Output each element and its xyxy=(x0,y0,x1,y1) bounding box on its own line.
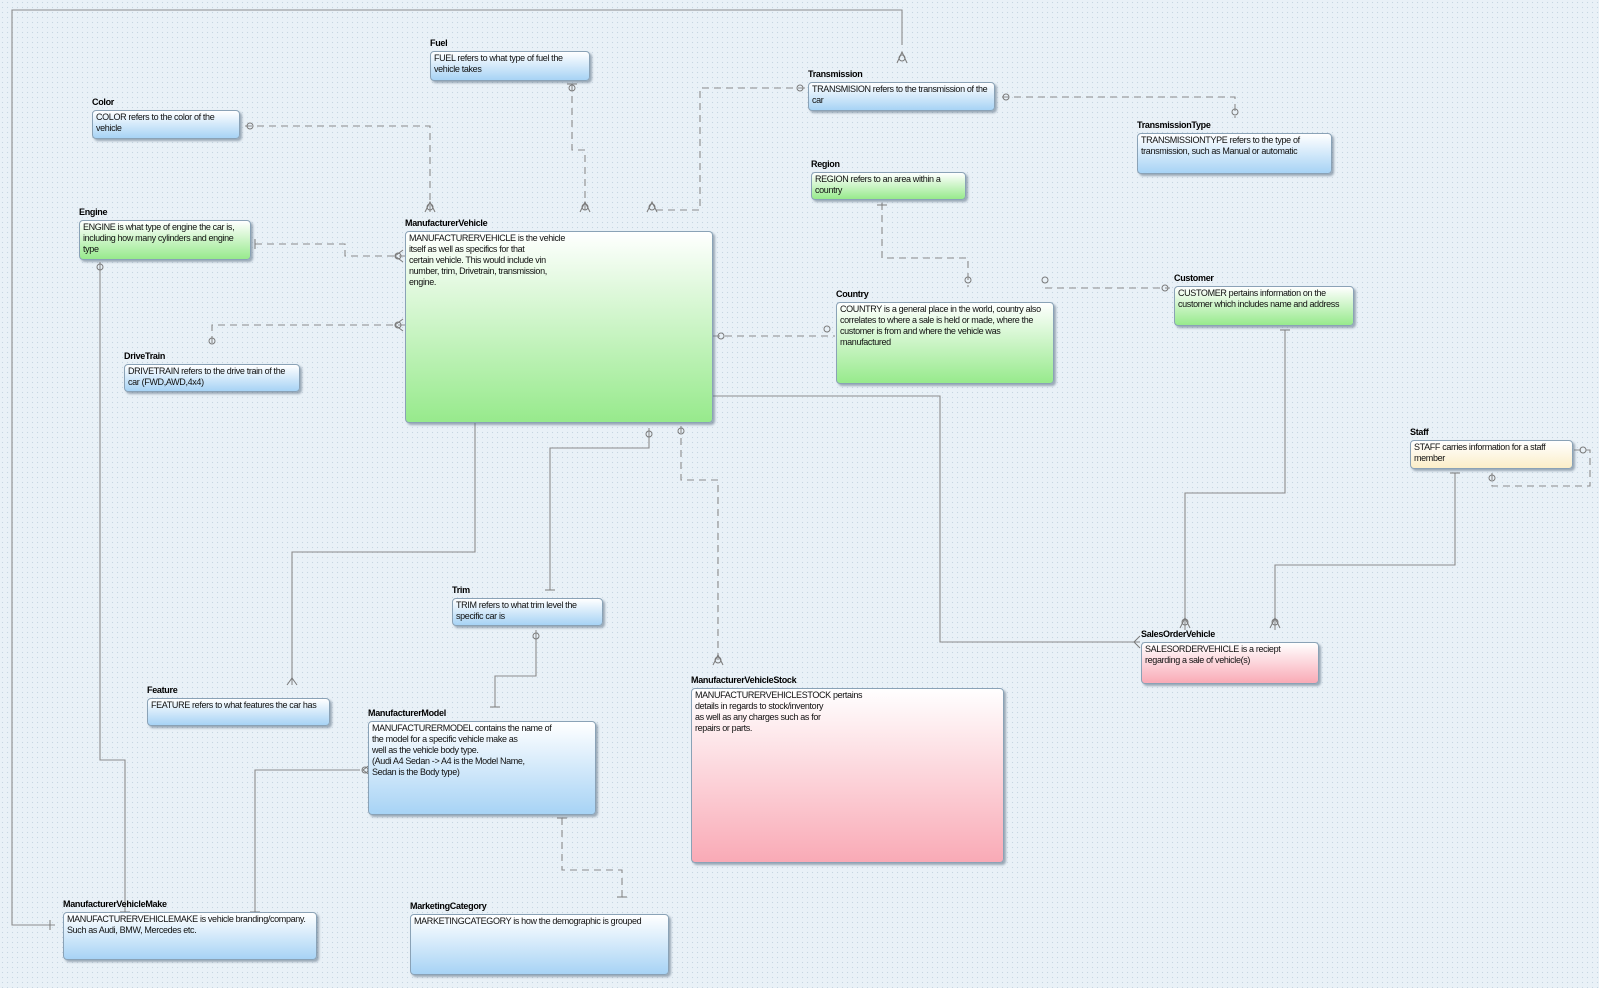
entity-title: ManufacturerVehicleStock xyxy=(691,675,797,685)
entity-box xyxy=(79,220,251,260)
entity-title: DriveTrain xyxy=(124,351,166,361)
entity-description: DRIVETRAIN refers to the drive train of … xyxy=(128,366,286,387)
entity-transmission[interactable]: Transmission TRANSMISION refers to the t… xyxy=(808,69,995,111)
entity-title: Customer xyxy=(1174,273,1214,283)
entity-box xyxy=(1137,133,1332,174)
entity-title: Engine xyxy=(79,207,108,217)
entity-box xyxy=(1141,642,1319,684)
entity-description: MANUFACTURERVEHICLEMAKE is vehicle brand… xyxy=(67,914,306,935)
relationship-line xyxy=(291,420,476,685)
entity-box xyxy=(691,688,1004,863)
entity-title: SalesOrderVehicle xyxy=(1141,629,1215,639)
entity-title: Color xyxy=(92,97,114,107)
entity-title: Trim xyxy=(452,585,470,595)
relationship-line xyxy=(1274,473,1456,630)
relationship-line xyxy=(561,818,623,897)
entity-country[interactable]: Country COUNTRY is a general place in th… xyxy=(836,289,1054,384)
entity-description: MARKETINGCATEGORY is how the demographic… xyxy=(414,916,642,926)
relationship-line xyxy=(494,630,537,707)
entity-title: TransmissionType xyxy=(1137,120,1211,130)
entity-description: TRIM refers to what trim level the speci… xyxy=(456,600,577,621)
entity-title: ManufacturerVehicle xyxy=(405,218,488,228)
entity-color[interactable]: Color COLOR refers to the color of the v… xyxy=(92,97,240,139)
relationship-line xyxy=(549,428,650,590)
entity-transmissiontype[interactable]: TransmissionType TRANSMISSIONTYPE refers… xyxy=(1137,120,1332,174)
entity-description: CUSTOMER pertains information on the cus… xyxy=(1178,288,1340,309)
entity-box xyxy=(1410,440,1573,469)
relationship-line xyxy=(11,9,903,926)
entity-drivetrain[interactable]: DriveTrain DRIVETRAIN refers to the driv… xyxy=(124,351,300,392)
relationship-line xyxy=(245,125,431,213)
entity-description: TRANSMISSIONTYPE refers to the type of t… xyxy=(1141,135,1300,156)
entity-box xyxy=(410,914,669,975)
entity-description: STAFF carries information for a staff me… xyxy=(1414,442,1546,463)
relationship-line xyxy=(571,84,586,213)
entity-description: SALESORDERVEHICLE is a reciept regarding… xyxy=(1145,644,1281,665)
entity-title: Feature xyxy=(147,685,178,695)
entity-marketingcategory[interactable]: MarketingCategory MARKETINGCATEGORY is h… xyxy=(410,901,669,975)
entity-box xyxy=(92,110,240,139)
entity-manufacturermodel[interactable]: ManufacturerModel MANUFACTURERMODEL cont… xyxy=(368,708,596,815)
entity-title: Fuel xyxy=(430,38,448,48)
entity-description: MANUFACTURERVEHICLESTOCK pertains detail… xyxy=(695,690,863,733)
entity-box xyxy=(452,598,603,626)
entity-manufacturervehiclestock[interactable]: ManufacturerVehicleStock MANUFACTURERVEH… xyxy=(691,675,1004,863)
entity-title: Transmission xyxy=(808,69,863,79)
entity-customer[interactable]: Customer CUSTOMER pertains information o… xyxy=(1174,273,1354,326)
entity-manufacturervehiclemake[interactable]: ManufacturerVehicleMake MANUFACTURERVEHI… xyxy=(63,899,317,960)
entity-description: FEATURE refers to what features the car … xyxy=(151,700,317,710)
entity-box xyxy=(124,364,300,392)
entity-trim[interactable]: Trim TRIM refers to what trim level the … xyxy=(452,585,603,626)
relationship-line xyxy=(254,769,360,912)
relationship-line xyxy=(211,324,405,348)
entity-box xyxy=(808,82,995,111)
entity-box xyxy=(63,912,317,960)
entity-description: TRANSMISION refers to the transmission o… xyxy=(812,84,988,105)
entity-description: MANUFACTURERVEHICLE is the vehicle itsel… xyxy=(409,233,565,287)
entity-fuel[interactable]: Fuel FUEL refers to what type of fuel th… xyxy=(430,38,590,81)
entity-manufacturervehicle[interactable]: ManufacturerVehicle MANUFACTURERVEHICLE … xyxy=(405,218,713,423)
entity-region[interactable]: Region REGION refers to an area within a… xyxy=(811,159,966,200)
entity-title: ManufacturerVehicleMake xyxy=(63,899,167,909)
entity-description: FUEL refers to what type of fuel the veh… xyxy=(434,53,563,74)
entity-title: MarketingCategory xyxy=(410,901,487,911)
entity-box xyxy=(147,698,330,726)
relationship-line xyxy=(652,87,805,211)
relationship-line xyxy=(1491,449,1591,487)
entity-salesordervehicle[interactable]: SalesOrderVehicle SALESORDERVEHICLE is a… xyxy=(1141,629,1319,684)
entity-staff[interactable]: Staff STAFF carries information for a st… xyxy=(1410,427,1573,469)
relationship-line xyxy=(881,203,969,287)
entity-description: ENGINE is what type of engine the car is… xyxy=(83,222,235,254)
entity-title: ManufacturerModel xyxy=(368,708,446,718)
entity-box xyxy=(430,51,590,81)
relationship-line xyxy=(680,426,719,665)
entity-box xyxy=(405,231,713,423)
relationship-line xyxy=(255,243,405,257)
relationship-line xyxy=(1002,96,1236,118)
entity-description: REGION refers to an area within a countr… xyxy=(815,174,941,195)
entity-box xyxy=(368,721,596,815)
relationship-line xyxy=(99,262,126,912)
entity-description: COUNTRY is a general place in the world,… xyxy=(840,304,1041,347)
relationship-line xyxy=(1184,330,1286,630)
entity-description: COLOR refers to the color of the vehicle xyxy=(96,112,215,133)
entity-box xyxy=(811,172,966,200)
entity-title: Country xyxy=(836,289,869,299)
entity-engine[interactable]: Engine ENGINE is what type of engine the… xyxy=(79,207,251,260)
entity-box xyxy=(1174,286,1354,326)
entity-feature[interactable]: Feature FEATURE refers to what features … xyxy=(147,685,330,726)
relationship-line xyxy=(712,395,1140,643)
entity-box xyxy=(836,302,1054,384)
entity-title: Staff xyxy=(1410,427,1429,437)
entity-title: Region xyxy=(811,159,840,169)
entity-description: MANUFACTURERMODEL contains the name of t… xyxy=(372,723,552,777)
